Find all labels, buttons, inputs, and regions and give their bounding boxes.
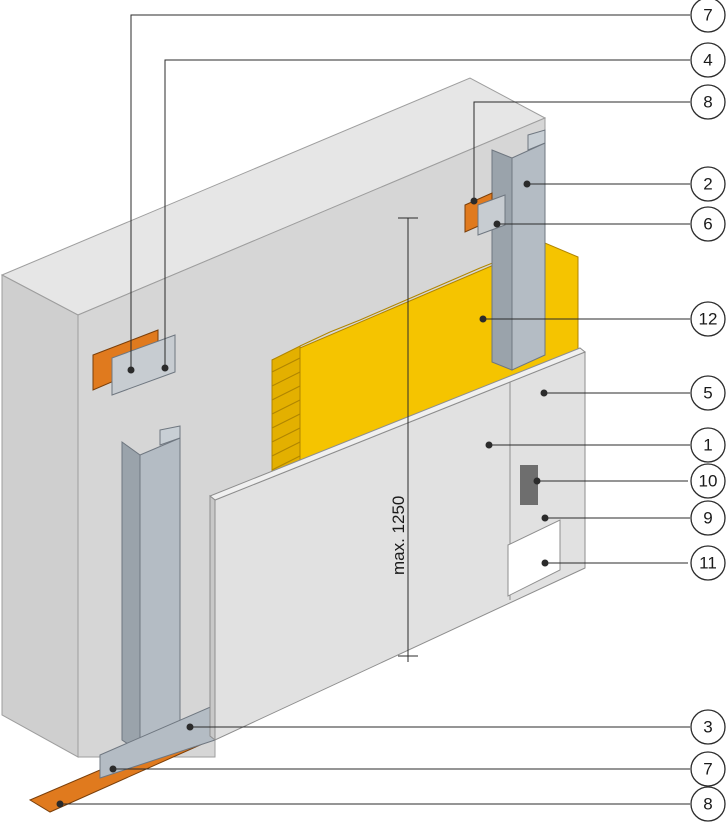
stud-right-flange (491, 149, 513, 371)
callout-7-bottom-label: 7 (703, 760, 712, 779)
callout-7-top-label: 7 (703, 6, 712, 25)
leader-6-dot (493, 220, 501, 228)
callout-8-bottom-label: 8 (703, 795, 712, 814)
leader-7-bottom-dot (109, 765, 117, 773)
callout-9: 9 (690, 500, 726, 536)
callout-8-top: 8 (690, 84, 726, 120)
stud-right-web (511, 142, 546, 371)
callout-8-bottom: 8 (690, 786, 726, 822)
callout-10: 10 (690, 463, 726, 499)
leader-7-top (130, 14, 690, 370)
callout-3: 3 (690, 709, 726, 745)
callout-7-bottom: 7 (690, 751, 726, 787)
leader-4-dot (161, 364, 169, 372)
leader-12-dot (479, 315, 487, 323)
callout-2: 2 (690, 166, 726, 202)
stud-profile-right (491, 129, 546, 371)
callout-8-top-label: 8 (703, 93, 712, 112)
callout-5: 5 (690, 375, 726, 411)
callout-4: 4 (690, 42, 726, 78)
callout-11: 11 (690, 545, 726, 581)
leader-8-top (473, 101, 690, 201)
callout-1: 1 (690, 427, 726, 463)
stud-right-lip (527, 129, 546, 151)
callout-4-label: 4 (703, 51, 712, 70)
leader-8-top-dot (470, 197, 478, 205)
leader-2-dot (523, 180, 531, 188)
leader-7-top-dot (127, 366, 135, 374)
callout-12: 12 (690, 301, 726, 337)
hanger-left (111, 334, 176, 396)
callout-7-top: 7 (690, 0, 726, 33)
callout-5-label: 5 (703, 384, 712, 403)
callout-2-label: 2 (703, 175, 712, 194)
stud-left-flange (121, 441, 141, 753)
callout-3-label: 3 (703, 718, 712, 737)
callout-11-label: 11 (699, 554, 717, 573)
leader-3-dot (186, 723, 194, 731)
joint-tape (520, 465, 538, 505)
leader-9-dot (541, 514, 549, 522)
height-dimension: max. 1250 (389, 217, 418, 662)
stud-left-web (139, 437, 181, 753)
board-corner-panel (507, 519, 561, 597)
gypsum-board (209, 347, 586, 742)
wall-front-face (1, 274, 79, 758)
stud-profile-left (121, 425, 181, 753)
callout-6: 6 (690, 206, 726, 242)
callout-10-label: 10 (699, 472, 718, 491)
callouts: 7 4 8 2 6 12 5 1 10 9 11 3 7 8 (56, 0, 726, 822)
dimension-label: max. 1250 (389, 496, 408, 575)
bracket-left (92, 329, 176, 396)
callout-6-label: 6 (703, 215, 712, 234)
leader-4 (164, 59, 690, 368)
leader-10-dot (533, 477, 541, 485)
board-side-edge (209, 494, 216, 742)
leader-1-dot (485, 441, 493, 449)
callout-12-label: 12 (699, 310, 718, 329)
callout-1-label: 1 (703, 436, 712, 455)
stud-left-lip (159, 425, 181, 446)
leader-11-dot (541, 559, 549, 567)
leader-5-dot (540, 389, 548, 397)
callout-9-label: 9 (703, 509, 712, 528)
leader-8-bottom-dot (56, 800, 64, 808)
